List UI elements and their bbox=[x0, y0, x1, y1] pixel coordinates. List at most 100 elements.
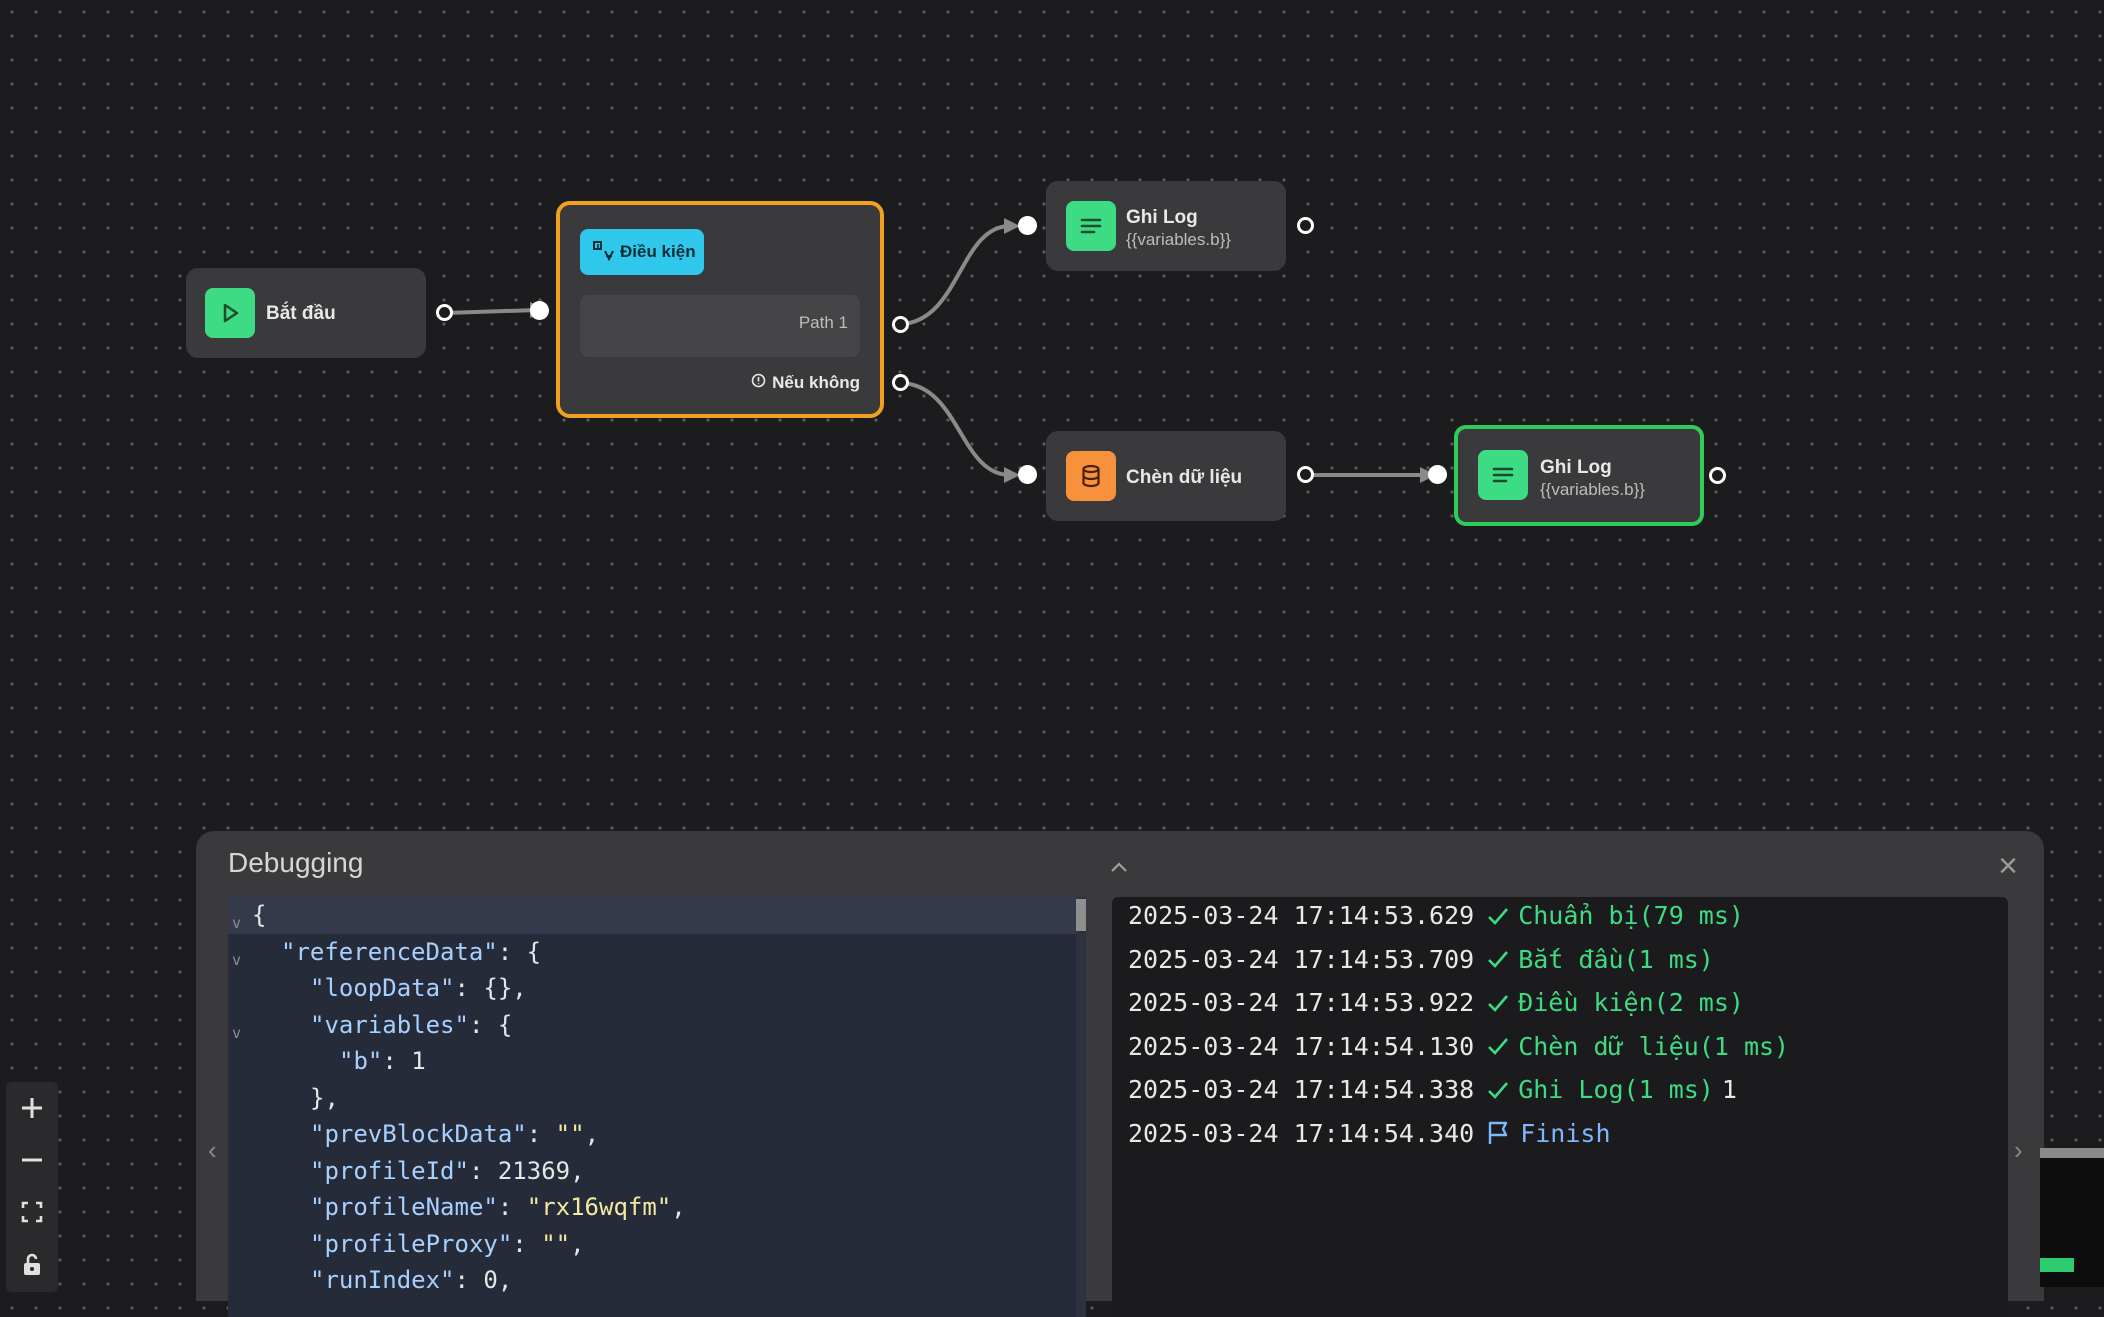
minimap[interactable] bbox=[2040, 1148, 2104, 1287]
chevron-right-icon[interactable]: › bbox=[2014, 1135, 2023, 1166]
log2-output-port[interactable] bbox=[1709, 467, 1726, 484]
insert-data-node[interactable]: Chèn dữ liệu bbox=[1046, 431, 1286, 521]
json-line-text: "prevBlockData": "", bbox=[310, 1116, 599, 1153]
condition-tag-label: Điều kiện bbox=[620, 242, 696, 262]
log-message: Điều kiện(2 ms) bbox=[1518, 988, 1744, 1017]
json-key: "loopData" bbox=[310, 974, 455, 1002]
json-punct: : bbox=[527, 1120, 556, 1148]
log-entry: 2025-03-24 17:14:53.629 Chuẩn bị(79 ms) bbox=[1128, 901, 1744, 930]
condition-path-output-port[interactable] bbox=[892, 316, 909, 333]
edge-condition-insert bbox=[902, 383, 1010, 475]
json-punct: , bbox=[585, 1120, 599, 1148]
log2-title: Ghi Log bbox=[1540, 457, 1612, 479]
check-icon bbox=[1474, 992, 1518, 1014]
log-timestamp: 2025-03-24 17:14:53.709 bbox=[1128, 945, 1474, 974]
minimap-scrollbar bbox=[2040, 1148, 2104, 1158]
json-line-text: "loopData": {}, bbox=[310, 970, 527, 1007]
log-timestamp: 2025-03-24 17:14:54.340 bbox=[1128, 1119, 1474, 1148]
log-node-2[interactable]: Ghi Log {{variables.b}} bbox=[1454, 425, 1704, 526]
start-node[interactable]: Bắt đầu bbox=[186, 268, 426, 358]
log-timestamp: 2025-03-24 17:14:54.338 bbox=[1128, 1075, 1474, 1104]
log-message: Ghi Log(1 ms) bbox=[1518, 1075, 1714, 1104]
lock-icon[interactable] bbox=[6, 1238, 58, 1290]
check-icon bbox=[1474, 905, 1518, 927]
json-punct: : bbox=[512, 1230, 541, 1258]
condition-tag: Điều kiện bbox=[580, 229, 704, 275]
log-message: Chuẩn bị(79 ms) bbox=[1518, 901, 1744, 930]
log2-subtitle: {{variables.b}} bbox=[1540, 480, 1645, 500]
json-key: "referenceData" bbox=[281, 938, 498, 966]
condition-input-port[interactable] bbox=[530, 301, 549, 320]
edge-start-condition bbox=[445, 310, 538, 313]
json-line: "prevBlockData": "", bbox=[228, 1116, 1084, 1153]
chevron-left-icon[interactable]: ‹ bbox=[208, 1135, 217, 1166]
start-output-port[interactable] bbox=[436, 304, 453, 321]
condition-icon bbox=[592, 239, 614, 266]
fit-view-icon[interactable] bbox=[6, 1186, 58, 1238]
json-string: "" bbox=[556, 1120, 585, 1148]
json-line: "b": 1 bbox=[228, 1043, 1084, 1080]
condition-else: Nếu không bbox=[751, 373, 860, 393]
json-line-text: "b": 1 bbox=[339, 1043, 426, 1080]
json-punct: : {}, bbox=[455, 974, 527, 1002]
log1-subtitle: {{variables.b}} bbox=[1126, 230, 1231, 250]
log-viewer[interactable]: 2025-03-24 17:14:53.629Chuẩn bị(79 ms)20… bbox=[1112, 897, 2008, 1317]
lines-icon bbox=[1478, 450, 1528, 500]
log-entry: 2025-03-24 17:14:54.338 Ghi Log(1 ms) 1 bbox=[1128, 1075, 1737, 1104]
json-line: "loopData": {}, bbox=[228, 970, 1084, 1007]
json-line: "runIndex": 0, bbox=[228, 1262, 1084, 1299]
json-line-text: }, bbox=[310, 1080, 339, 1117]
check-icon bbox=[1474, 948, 1518, 970]
json-line: "profileName": "rx16wqfm", bbox=[228, 1189, 1084, 1226]
play-icon bbox=[205, 288, 255, 338]
log-entry: 2025-03-24 17:14:53.922 Điều kiện(2 ms) bbox=[1128, 988, 1744, 1017]
json-string: "rx16wqfm" bbox=[527, 1193, 672, 1221]
insert-input-port[interactable] bbox=[1018, 465, 1037, 484]
log1-output-port[interactable] bbox=[1297, 217, 1314, 234]
json-punct: , bbox=[570, 1230, 584, 1258]
condition-path-label: Path 1 bbox=[799, 313, 848, 333]
json-punct: , bbox=[671, 1193, 685, 1221]
json-key: "profileId" bbox=[310, 1157, 469, 1185]
json-line: v"variables": { bbox=[228, 1007, 1084, 1044]
json-punct: }, bbox=[310, 1084, 339, 1112]
edge-condition-log1 bbox=[902, 226, 1010, 324]
json-punct: : { bbox=[469, 1011, 512, 1039]
log-entry: 2025-03-24 17:14:54.130Chèn dữ liệu(1 ms… bbox=[1128, 1032, 1789, 1061]
json-key: "variables" bbox=[310, 1011, 469, 1039]
log1-input-port[interactable] bbox=[1018, 216, 1037, 235]
json-key: "prevBlockData" bbox=[310, 1120, 527, 1148]
json-viewer[interactable]: v{v"referenceData": {"loopData": {},v"va… bbox=[228, 897, 1084, 1317]
log-entry: 2025-03-24 17:14:54.340Finish bbox=[1128, 1119, 1611, 1148]
plus-icon[interactable] bbox=[6, 1082, 58, 1134]
zoom-controls bbox=[6, 1082, 58, 1292]
log-output: 1 bbox=[1722, 1075, 1737, 1104]
json-punct: : 0, bbox=[455, 1266, 513, 1294]
log2-input-port[interactable] bbox=[1428, 465, 1447, 484]
chevron-up-icon[interactable] bbox=[1110, 853, 1128, 879]
log-message: Chèn dữ liệu(1 ms) bbox=[1518, 1032, 1789, 1061]
condition-else-label: Nếu không bbox=[772, 373, 860, 393]
debug-panel: Debugging × ‹ › v{v"referenceData": {"lo… bbox=[196, 831, 2044, 1301]
flag-icon bbox=[1474, 1120, 1520, 1146]
json-line-text: "profileProxy": "", bbox=[310, 1226, 585, 1263]
log-timestamp: 2025-03-24 17:14:53.922 bbox=[1128, 988, 1474, 1017]
condition-else-output-port[interactable] bbox=[892, 374, 909, 391]
close-icon[interactable]: × bbox=[1998, 847, 2018, 886]
insert-output-port[interactable] bbox=[1297, 466, 1314, 483]
json-line-text: "profileId": 21369, bbox=[310, 1153, 585, 1190]
condition-path-1[interactable]: Path 1 bbox=[580, 295, 860, 357]
log-timestamp: 2025-03-24 17:14:53.629 bbox=[1128, 901, 1474, 930]
condition-node[interactable]: Điều kiện Path 1 Nếu không bbox=[556, 201, 884, 418]
log-node-1[interactable]: Ghi Log {{variables.b}} bbox=[1046, 181, 1286, 271]
minus-icon[interactable] bbox=[6, 1134, 58, 1186]
json-punct: : 1 bbox=[382, 1047, 425, 1075]
json-scrollbar[interactable] bbox=[1076, 897, 1086, 1317]
json-punct: : { bbox=[498, 938, 541, 966]
json-line-text: { bbox=[252, 897, 266, 934]
json-line: v"referenceData": { bbox=[228, 934, 1084, 971]
json-punct: { bbox=[252, 901, 266, 929]
json-line-text: "referenceData": { bbox=[281, 934, 541, 971]
json-key: "profileProxy" bbox=[310, 1230, 512, 1258]
json-line-text: "variables": { bbox=[310, 1007, 512, 1044]
